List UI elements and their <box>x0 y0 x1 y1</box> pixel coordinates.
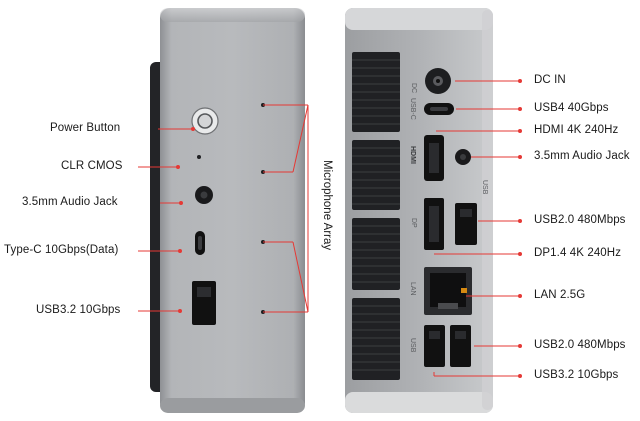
usb32-right-label: USB3.2 10Gbps <box>534 369 619 381</box>
right-device <box>345 8 493 413</box>
microphone-array-label: Microphone Array <box>321 160 333 251</box>
lan-mark: LAN <box>409 282 416 296</box>
hdmi-mark: HDMI <box>409 146 416 164</box>
clr-cmos-pinhole <box>197 155 201 159</box>
lan-label: LAN 2.5G <box>534 289 586 301</box>
usb-bottom-mark: USB <box>409 338 416 353</box>
power-button-inner <box>197 113 213 129</box>
audio-jack-left-label: 3.5mm Audio Jack <box>22 196 118 208</box>
left-device <box>150 8 305 413</box>
dc-mark: DC <box>410 83 417 93</box>
vent-grilles <box>352 52 400 380</box>
usb-side-mark: USB <box>481 180 488 195</box>
usb32-left-label: USB3.2 10Gbps <box>36 304 121 316</box>
left-device-bottom-edge <box>160 398 305 413</box>
power-button-label: Power Button <box>50 122 121 134</box>
right-device-top <box>345 8 493 30</box>
left-callout-lines <box>138 104 309 313</box>
type-c-label: Type-C 10Gbps(Data) <box>4 244 119 256</box>
clr-cmos-label: CLR CMOS <box>61 160 123 172</box>
dc-in-label: DC IN <box>534 74 566 86</box>
audio-jack-right-label: 3.5mm Audio Jack <box>534 150 630 162</box>
usb20-bottom-label: USB2.0 480Mbps <box>534 339 626 351</box>
right-callout-dots <box>518 79 522 378</box>
usb4-label: USB4 40Gbps <box>534 102 609 114</box>
dp-mark: DP <box>410 218 417 228</box>
dp-label: DP1.4 4K 240Hz <box>534 247 622 259</box>
right-callout-lines <box>433 80 520 377</box>
hdmi-label: HDMI 4K 240Hz <box>534 124 619 136</box>
right-device-bottom <box>345 392 493 413</box>
usbc-mark: USB-C <box>409 98 416 120</box>
usb20-top-label: USB2.0 480Mbps <box>534 214 626 226</box>
device-marks: DC USB-C HDMI USB DP LAN USB <box>409 83 488 353</box>
left-device-top-edge <box>160 8 305 22</box>
left-device-body <box>160 8 305 413</box>
